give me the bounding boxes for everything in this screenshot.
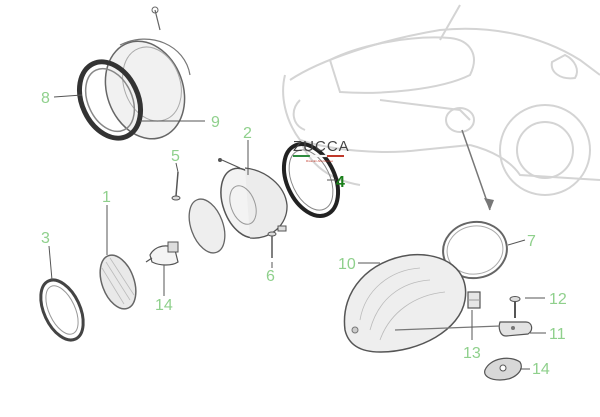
brand-stripe-green — [293, 155, 310, 157]
callout-9: 9 — [211, 114, 220, 131]
screw-part-12 — [509, 296, 521, 318]
brand-tagline: Ricambi Alfa Romeo — [306, 159, 334, 163]
callout-3: 3 — [41, 230, 50, 247]
callout-10: 10 — [338, 256, 356, 273]
brand-logo: ZUCCA Ricambi Alfa Romeo — [293, 138, 350, 163]
gasket-ring-part-4 — [281, 142, 341, 218]
callout-2: 2 — [243, 125, 252, 142]
callout-12: 12 — [549, 291, 567, 308]
brand-stripe-red — [327, 155, 344, 157]
callout-8: 8 — [41, 90, 50, 107]
callout-7: 7 — [527, 233, 536, 250]
car-pointer-arrowhead — [484, 198, 494, 210]
callout-6: 6 — [266, 268, 275, 285]
bracket-part-11 — [394, 321, 533, 337]
trim-ring-part-3 — [39, 278, 85, 342]
screw-part-6 — [267, 225, 287, 258]
screw-part-5 — [171, 171, 181, 201]
headlamp-rim-ring — [77, 59, 143, 141]
car-silhouette — [282, 4, 600, 196]
callout-14-left: 14 — [155, 297, 173, 314]
leader-lines — [48, 94, 546, 370]
callout-14-right: 14 — [532, 361, 550, 378]
callout-11: 11 — [549, 326, 566, 343]
retaining-ring-part-7 — [442, 220, 508, 280]
callout-4: 4 — [336, 174, 345, 191]
callout-1: 1 — [102, 189, 111, 206]
clip-part-13 — [467, 291, 481, 309]
lamp-cover-part-10 — [343, 253, 467, 353]
gasket — [188, 198, 226, 254]
lamp-housing-part-2 — [218, 158, 288, 239]
callout-labels: 8 9 1 2 5 3 6 14 10 7 12 11 13 14 4 — [41, 90, 567, 378]
washer-part-14 — [484, 357, 522, 381]
headlamp-unit — [104, 6, 191, 140]
brand-stripe-white — [309, 154, 328, 158]
callout-5: 5 — [171, 148, 180, 165]
brand-name: ZUCCA — [293, 138, 350, 155]
bulb-part-14 — [145, 241, 179, 266]
callout-13: 13 — [463, 345, 481, 362]
car-pointer-line — [461, 129, 491, 211]
lens-part-1 — [99, 254, 137, 310]
